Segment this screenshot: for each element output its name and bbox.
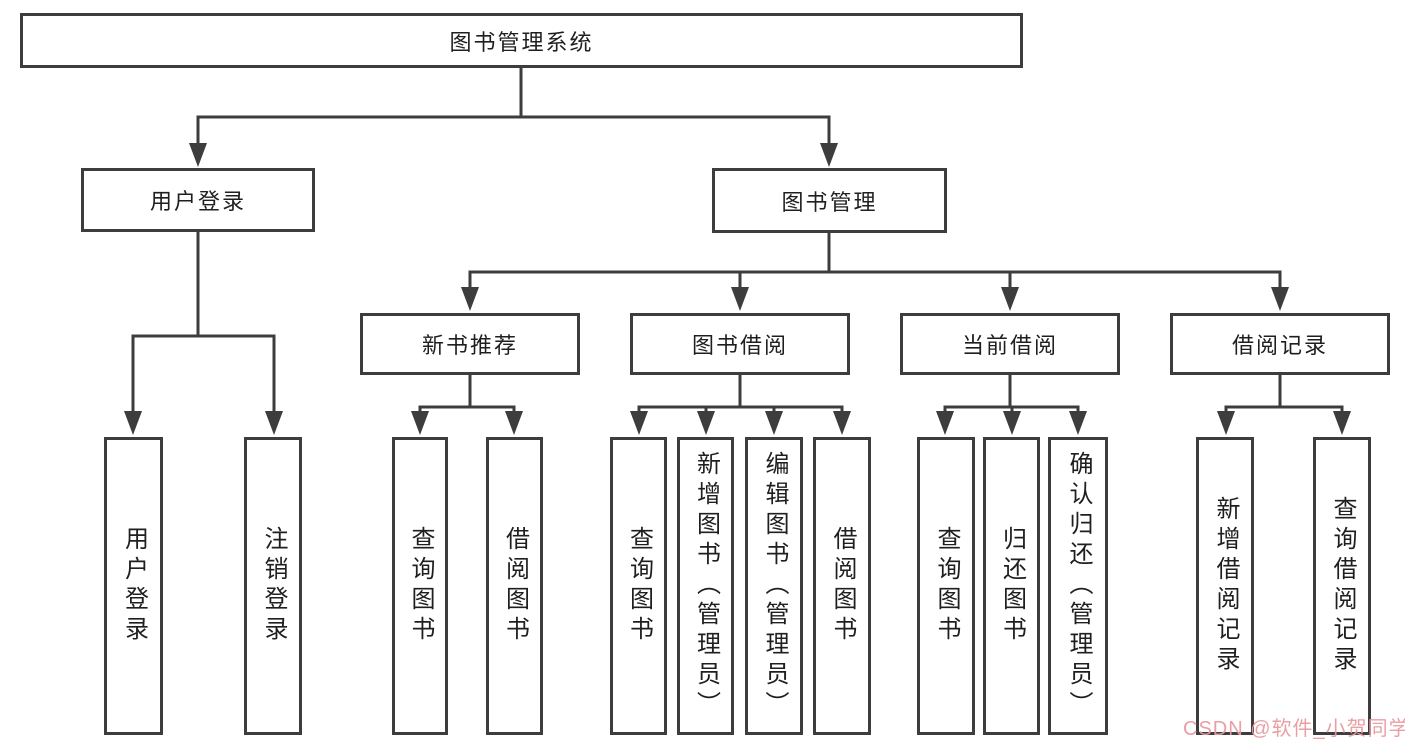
node-label: 归还图书 [998,526,1026,646]
leaf-borrow-books: 借阅图书 [813,437,871,735]
leaf-user-login: 用户登录 [104,437,163,735]
node-label: 图书管理 [781,189,878,215]
leaf-query-books-borrow: 查询图书 [610,437,667,735]
connector-borrow-record-children [1217,375,1351,435]
node-label: 新增图书（管理员） [692,451,720,721]
leaf-return-books: 归还图书 [983,437,1040,735]
connector-user-login-children [124,232,283,435]
node-book-borrow: 图书借阅 [630,313,850,375]
node-current-borrow: 当前借阅 [900,313,1120,375]
leaf-query-books-current: 查询图书 [917,437,975,735]
leaf-add-borrow-record: 新增借阅记录 [1196,437,1254,735]
node-label: 当前借阅 [961,333,1058,358]
node-label: 注销登录 [260,526,287,646]
node-label: 查询借阅记录 [1329,496,1356,676]
leaf-logout: 注销登录 [244,437,302,735]
node-user-login: 用户登录 [81,168,315,232]
node-label: 借阅图书 [501,526,529,646]
connector-current-borrow-children [936,375,1087,435]
leaf-borrow-books-recommend: 借阅图书 [486,437,543,735]
node-label: 图书管理系统 [449,29,594,55]
node-label: 借阅记录 [1231,333,1328,358]
node-label: 借阅图书 [829,526,856,646]
node-new-book-recommend: 新书推荐 [360,313,580,375]
node-label: 新增借阅记录 [1212,496,1239,676]
node-label: 用户登录 [149,189,246,214]
node-root-system: 图书管理系统 [20,13,1023,68]
leaf-edit-books-admin: 编辑图书（管理员） [745,437,803,735]
node-book-management: 图书管理 [712,168,947,233]
node-label: 用户登录 [120,526,148,646]
connector-root-children [189,68,838,167]
connector-book-borrow-children [630,375,851,435]
node-label: 查询图书 [407,526,434,646]
csdn-watermark: CSDN @软件_小贺同学 [1183,718,1405,740]
leaf-confirm-return-admin: 确认归还（管理员） [1048,437,1108,735]
leaf-add-books-admin: 新增图书（管理员） [677,437,734,735]
node-label: 确认归还（管理员） [1065,451,1092,721]
connector-book-mgmt-children [461,233,1289,311]
node-label: 新书推荐 [421,333,518,358]
connector-new-book-children [411,375,523,435]
node-borrow-record: 借阅记录 [1170,313,1390,375]
node-label: 编辑图书（管理员） [761,451,788,721]
node-label: 图书借阅 [691,333,788,358]
node-label: 查询图书 [625,526,653,646]
leaf-query-books-recommend: 查询图书 [392,437,448,735]
node-label: 查询图书 [933,526,960,646]
leaf-query-borrow-record: 查询借阅记录 [1313,437,1371,735]
